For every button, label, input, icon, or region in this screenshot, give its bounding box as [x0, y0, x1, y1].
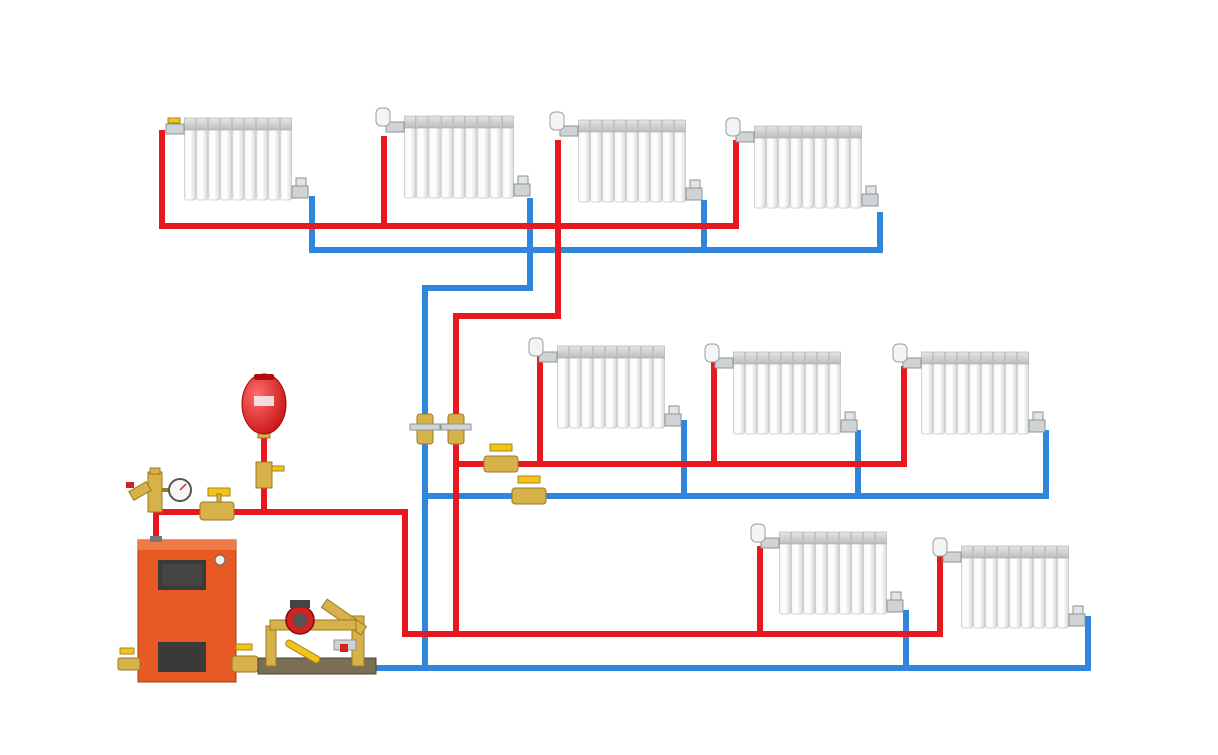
radiator-floor-3-3: [549, 111, 703, 203]
radiator-floor-1-1: [750, 523, 904, 615]
boiler-supply-line: [153, 509, 943, 637]
radiators: [165, 107, 1086, 629]
safety-group: [126, 467, 170, 513]
return-riser: [422, 250, 533, 668]
return-line-floor-2: [425, 430, 1049, 499]
thermostatic-valve[interactable]: [549, 111, 579, 137]
boiler-supply-valve[interactable]: [199, 487, 235, 521]
return-lockshield-valve[interactable]: [664, 405, 682, 427]
thermostatic-valve[interactable]: [725, 117, 755, 143]
supply-line-floor-3: [159, 130, 739, 229]
return-line-floor-1: [360, 616, 1091, 671]
return-lockshield-valve[interactable]: [840, 411, 858, 433]
expansion-tank: [241, 373, 287, 439]
radiator-floor-1-2: [932, 537, 1086, 629]
inlet-valve[interactable]: [165, 117, 185, 135]
floor-2-supply-valve[interactable]: [483, 443, 519, 473]
boiler-ash-door: [158, 642, 206, 672]
supply-pipes: [153, 130, 943, 637]
pump-check-valve: [333, 639, 357, 652]
boiler-return-valve[interactable]: [231, 643, 259, 673]
radiator-floor-3-1: [165, 117, 309, 201]
return-lockshield-valve[interactable]: [513, 175, 531, 197]
radiator-floor-3-2: [375, 107, 531, 199]
supply-line-floor-2: [456, 366, 907, 467]
radiator-floor-2-2: [704, 343, 858, 435]
return-lockshield-valve[interactable]: [886, 591, 904, 613]
boiler-drain-valve[interactable]: [117, 647, 141, 671]
radiator-floor-2-1: [528, 337, 682, 429]
pressure-gauge: [168, 478, 192, 502]
return-lockshield-valve[interactable]: [685, 179, 703, 201]
return-lockshield-valve[interactable]: [861, 185, 879, 207]
pump-bypass-valve[interactable]: [285, 639, 321, 664]
return-lockshield-valve[interactable]: [1068, 605, 1086, 627]
tank-valve[interactable]: [255, 461, 285, 489]
thermostatic-valve[interactable]: [375, 107, 405, 133]
floor-2-return-valve[interactable]: [511, 475, 547, 505]
thermostatic-valve[interactable]: [750, 523, 780, 549]
riser-return-valve[interactable]: [409, 413, 441, 445]
return-lockshield-valve[interactable]: [1028, 411, 1046, 433]
boiler: [137, 536, 237, 683]
thermostatic-valve[interactable]: [932, 537, 962, 563]
circulation-pump: [285, 600, 315, 635]
riser-supply-valve[interactable]: [440, 413, 472, 445]
thermostatic-valve[interactable]: [892, 343, 922, 369]
thermostatic-valve[interactable]: [704, 343, 734, 369]
return-lockshield-valve[interactable]: [291, 177, 309, 199]
radiator-floor-3-4: [725, 117, 879, 209]
supply-riser: [453, 226, 561, 634]
boiler-thermometer: [214, 554, 226, 566]
radiator-floor-2-3: [892, 343, 1046, 435]
return-pipes: [309, 196, 1091, 671]
thermostatic-valve[interactable]: [528, 337, 558, 363]
